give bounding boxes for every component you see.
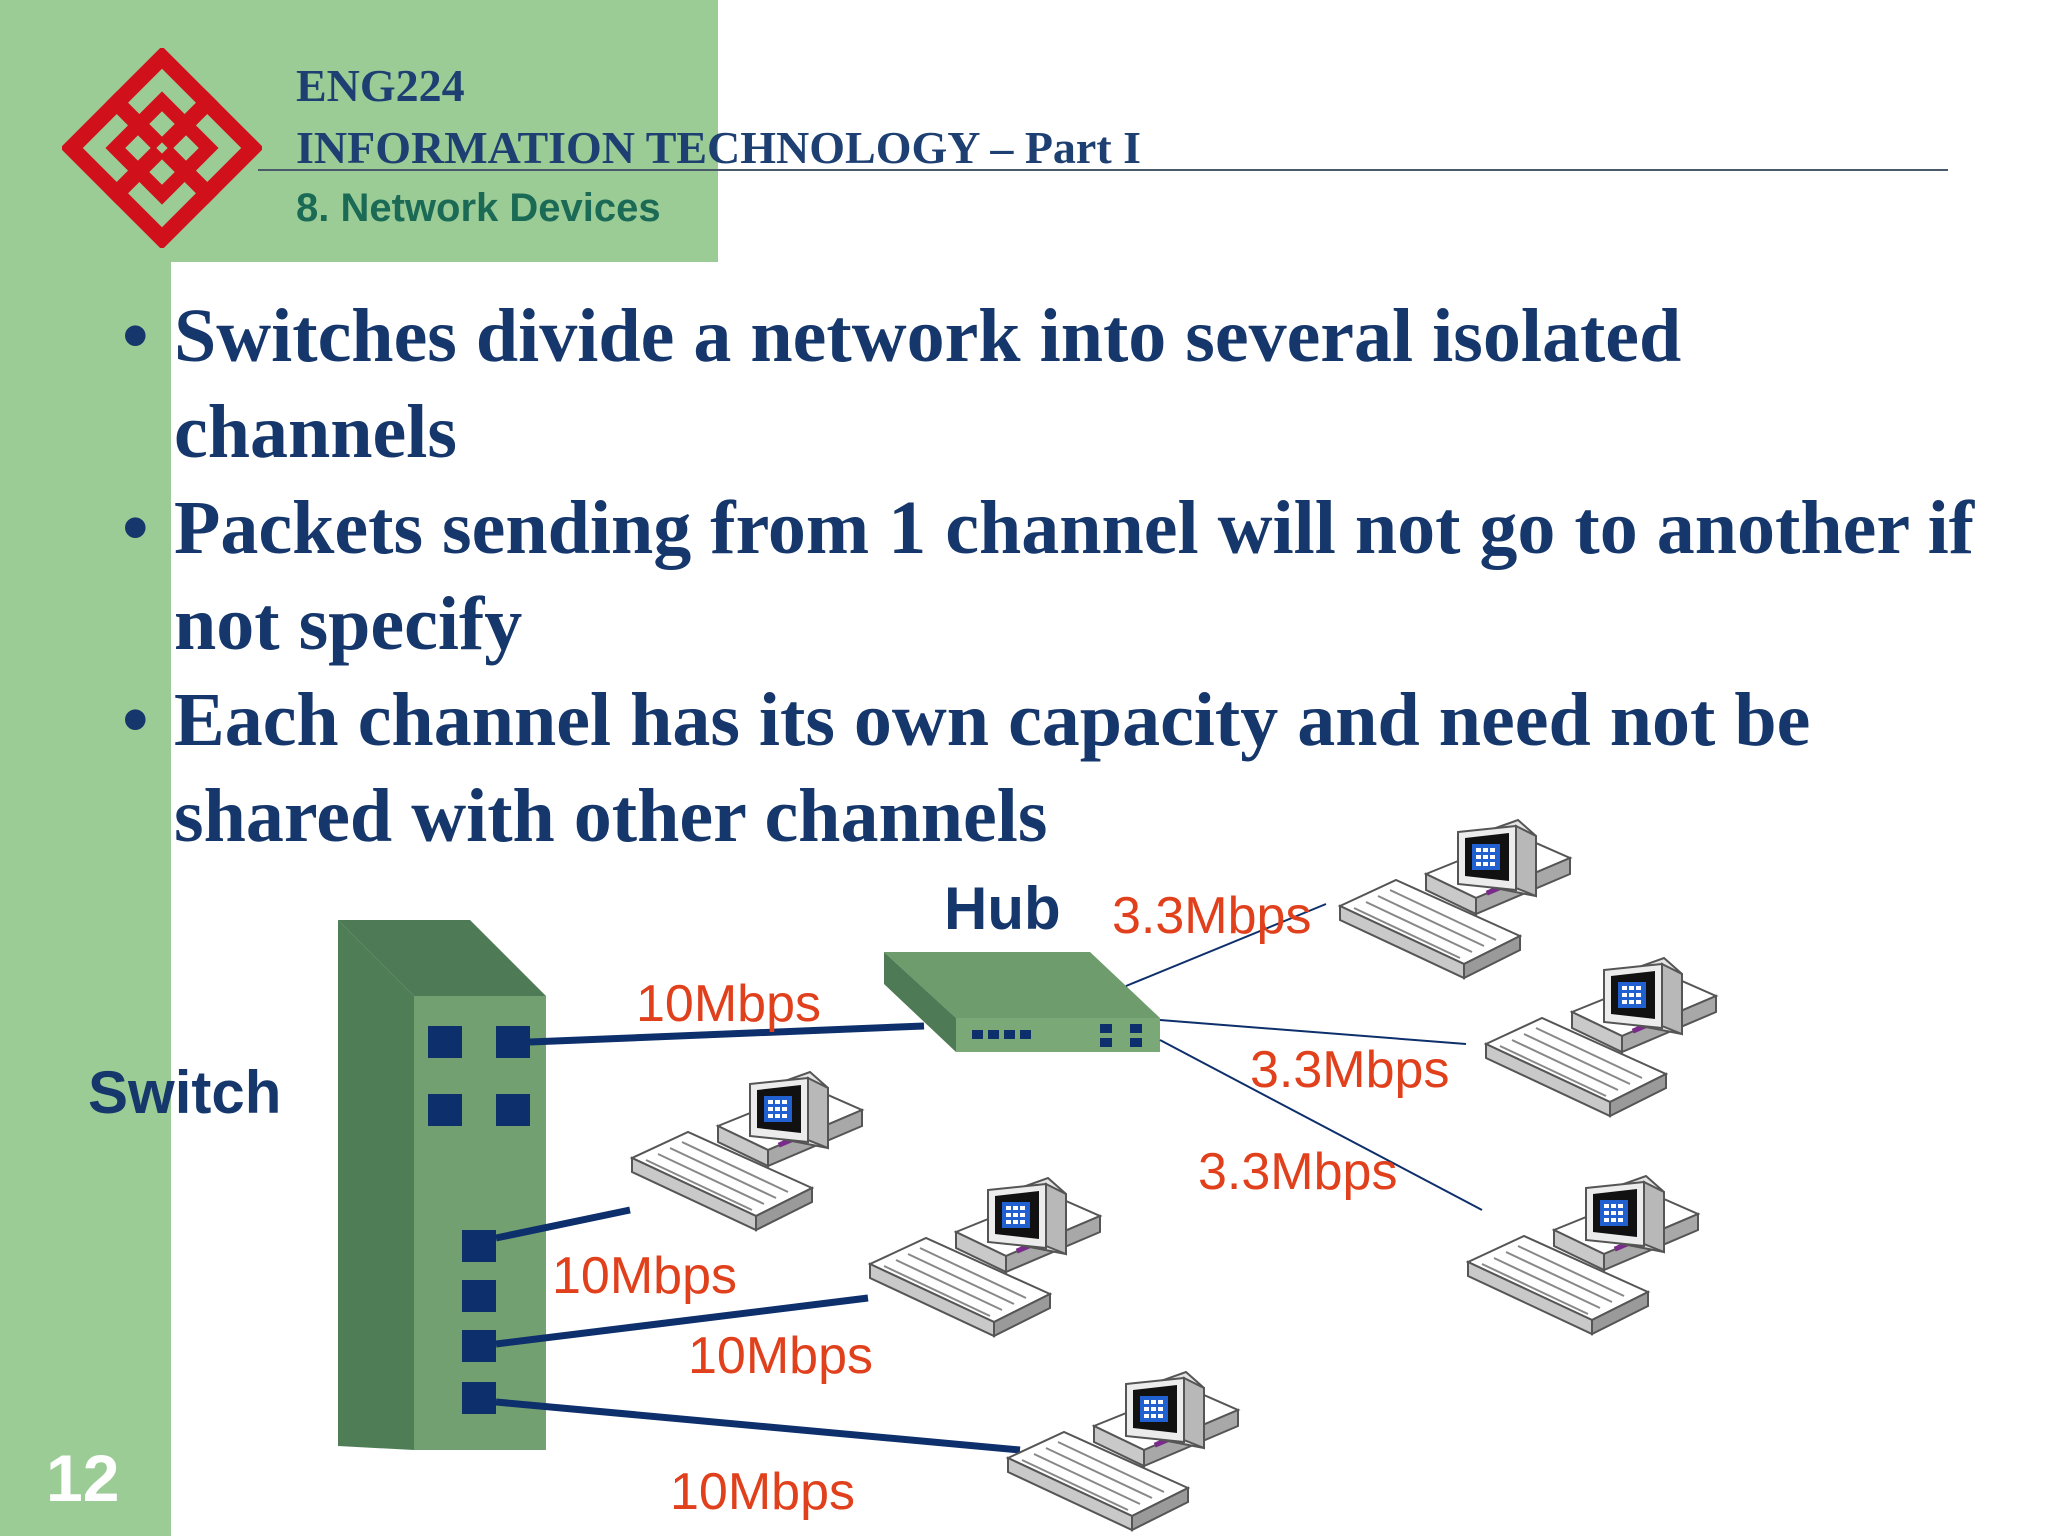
switch-label: Switch bbox=[88, 1059, 282, 1126]
rate-label: 10Mbps bbox=[552, 1247, 737, 1305]
rate-label: 3.3Mbps bbox=[1250, 1041, 1450, 1099]
rate-label: 3.3Mbps bbox=[1198, 1143, 1398, 1201]
computer-icon bbox=[1339, 819, 1571, 979]
bullet-item: • Each channel has its own capacity and n… bbox=[122, 672, 1982, 864]
computer-icon bbox=[1485, 957, 1717, 1117]
section-title: 8. Network Devices bbox=[296, 186, 661, 230]
rate-label: 10Mbps bbox=[636, 975, 821, 1033]
bullet-text: Packets sending from 1 channel will not … bbox=[174, 486, 1975, 666]
bullet-text: Switches divide a network into several i… bbox=[174, 294, 1682, 474]
bullet-dot: • bbox=[122, 294, 149, 378]
course-code: ENG224 bbox=[296, 60, 465, 111]
bullet-item: • Packets sending from 1 channel will not… bbox=[122, 480, 1982, 672]
bullet-dot: • bbox=[122, 486, 149, 570]
rate-label: 10Mbps bbox=[670, 1463, 855, 1521]
computer-icon bbox=[631, 1071, 863, 1231]
switch-icon bbox=[338, 920, 546, 1450]
slide-number: 12 bbox=[46, 1441, 120, 1515]
bullet-list: • Switches divide a network into several … bbox=[122, 288, 1982, 864]
course-title: INFORMATION TECHNOLOGY – Part I bbox=[296, 122, 1142, 173]
computer-icon bbox=[1467, 1175, 1699, 1335]
link-hub-pc4 bbox=[1125, 903, 1327, 987]
bullet-dot: • bbox=[122, 678, 149, 762]
hub-label: Hub bbox=[944, 875, 1061, 942]
bullet-text: Each channel has its own capacity and ne… bbox=[174, 678, 1811, 858]
link-hub-pc5 bbox=[1159, 1019, 1467, 1045]
hub-icon bbox=[884, 952, 1160, 1052]
side-green-bar bbox=[0, 0, 171, 1536]
link-switch-pc1 bbox=[495, 1206, 631, 1242]
university-logo bbox=[62, 48, 262, 248]
rate-label: 10Mbps bbox=[688, 1327, 873, 1385]
computer-icon bbox=[1007, 1371, 1239, 1531]
link-switch-hub bbox=[529, 1022, 925, 1046]
header-divider bbox=[258, 169, 1948, 171]
bullet-item: • Switches divide a network into several … bbox=[122, 288, 1982, 480]
link-switch-pc3 bbox=[495, 1398, 1021, 1454]
hub-links bbox=[1125, 903, 1483, 1211]
switch-links bbox=[495, 1022, 1021, 1454]
link-hub-pc6 bbox=[1159, 1039, 1483, 1211]
link-switch-pc2 bbox=[495, 1294, 869, 1348]
rate-label: 3.3Mbps bbox=[1112, 887, 1312, 945]
computer-icon bbox=[869, 1177, 1101, 1337]
